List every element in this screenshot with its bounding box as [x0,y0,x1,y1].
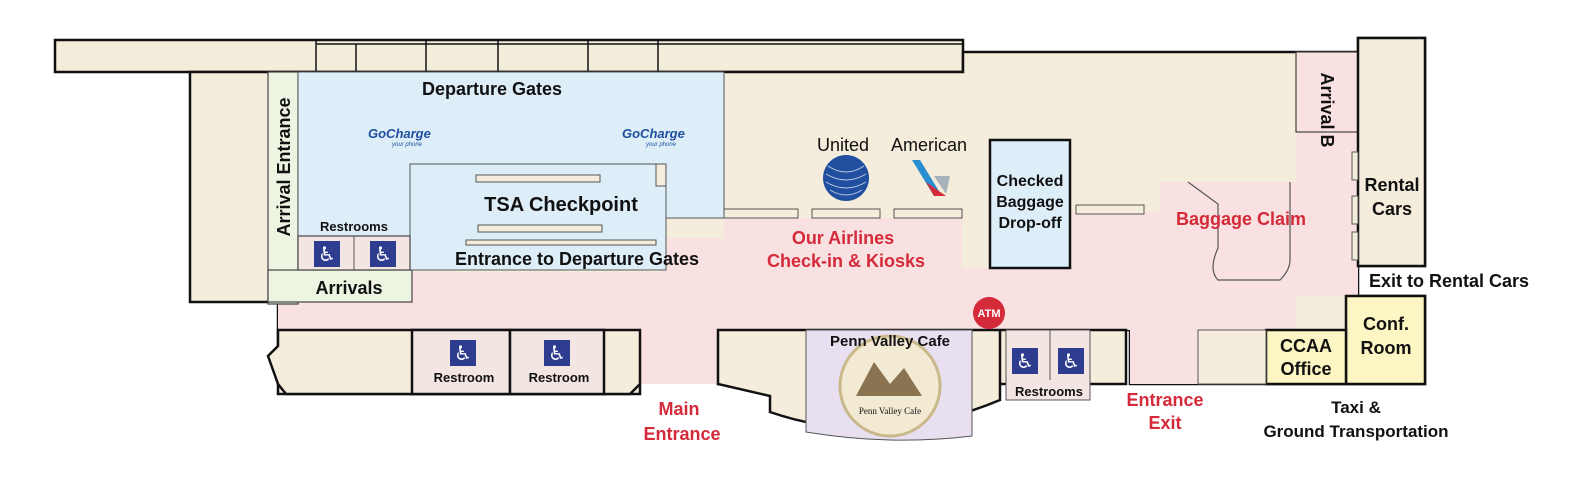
conf-room-label-1: Conf. [1363,314,1409,334]
united-label: United [817,135,869,155]
accessible-icon: ♿ [450,340,476,366]
top-strip-dividers [315,40,963,72]
main-entrance-label-1: Main [658,399,699,419]
arrivals-label: Arrivals [315,278,382,298]
airlines-label-1: Our Airlines [792,228,894,248]
svg-text:your phone: your phone [645,142,677,148]
cafe-logo-mountains [856,362,922,396]
tsa-checkpoint-label: TSA Checkpoint [484,194,638,216]
accessible-icon: ♿ [544,340,570,366]
departure-gates-label: Departure Gates [422,79,562,99]
restroom-1-label: Restroom [434,370,495,385]
rental-counters [1351,151,1359,261]
gocharge-logo: GoCharge your phone [622,126,685,148]
taxi-label-2: Ground Transportation [1263,422,1448,441]
atm-label: ATM [977,308,1000,320]
arrival-entrance-label: Arrival Entrance [274,97,294,236]
restrooms-lower-label: Restrooms [1015,384,1083,399]
svg-text:your phone: your phone [391,142,423,148]
restroom-2-label: Restroom [529,370,590,385]
american-logo [912,160,950,196]
accessible-icon: ♿ [370,241,396,267]
arrival-entrance-zone [267,71,299,305]
accessible-icon: ♿ [314,241,340,267]
svg-text:♿: ♿ [318,242,336,266]
tsa-pillar [655,163,667,187]
accessible-icon: ♿ [1012,348,1038,374]
rental-cars-zone [1356,36,1427,268]
restrooms-upper-label: Restrooms [320,219,388,234]
tsa-lane-3 [465,239,657,246]
arrivals-zone [267,269,413,303]
baggage-claim-label: Baggage Claim [1176,209,1306,229]
united-logo [823,155,869,201]
checked-baggage-label-1: Checked [997,173,1064,190]
svg-text:♿: ♿ [454,341,472,365]
arrival-b-label: Arrival B [1317,72,1337,147]
american-label: American [891,135,967,155]
taxi-label-1: Taxi & [1331,398,1381,417]
conf-room-label-2: Room [1361,338,1412,358]
cafe-logo-text: Penn Valley Cafe [859,406,921,416]
penn-valley-cafe-label: Penn Valley Cafe [830,333,950,350]
checked-baggage-label-2: Baggage [996,194,1064,211]
atm-marker [973,297,1005,329]
tsa-lane-1 [475,174,601,183]
svg-text:♿: ♿ [374,242,392,266]
svg-text:GoCharge: GoCharge [622,126,685,141]
svg-text:♿: ♿ [548,341,566,365]
entrance-exit-label-1: Entrance [1126,390,1203,410]
checked-baggage-label-3: Drop-off [998,215,1062,232]
airlines-label-2: Check-in & Kiosks [767,251,925,271]
arrival-b-zone [1295,51,1359,133]
tsa-lane-2 [477,224,603,233]
main-entrance-label-2: Entrance [643,424,720,444]
accessible-icon: ♿ [1058,348,1084,374]
ccaa-office-label-1: CCAA [1280,336,1332,356]
circulation-area [278,132,1358,384]
entrance-departure-label: Entrance to Departure Gates [455,249,699,269]
top-strip [53,38,965,74]
rental-cars-label-1: Rental [1364,175,1419,195]
office-annex [1197,329,1267,385]
checked-baggage-zone [988,138,1072,270]
svg-text:GoCharge: GoCharge [368,126,431,141]
entrance-exit-label-2: Exit [1148,413,1181,433]
exit-rental-cars-label: Exit to Rental Cars [1369,271,1529,291]
airline-counters [723,204,1145,219]
rental-cars-label-2: Cars [1372,199,1412,219]
svg-text:♿: ♿ [1016,349,1034,373]
baggage-carousel [1187,181,1291,281]
svg-text:♿: ♿ [1062,349,1080,373]
ccaa-office-label-2: Office [1280,359,1331,379]
gocharge-logo: GoCharge your phone [368,126,431,148]
